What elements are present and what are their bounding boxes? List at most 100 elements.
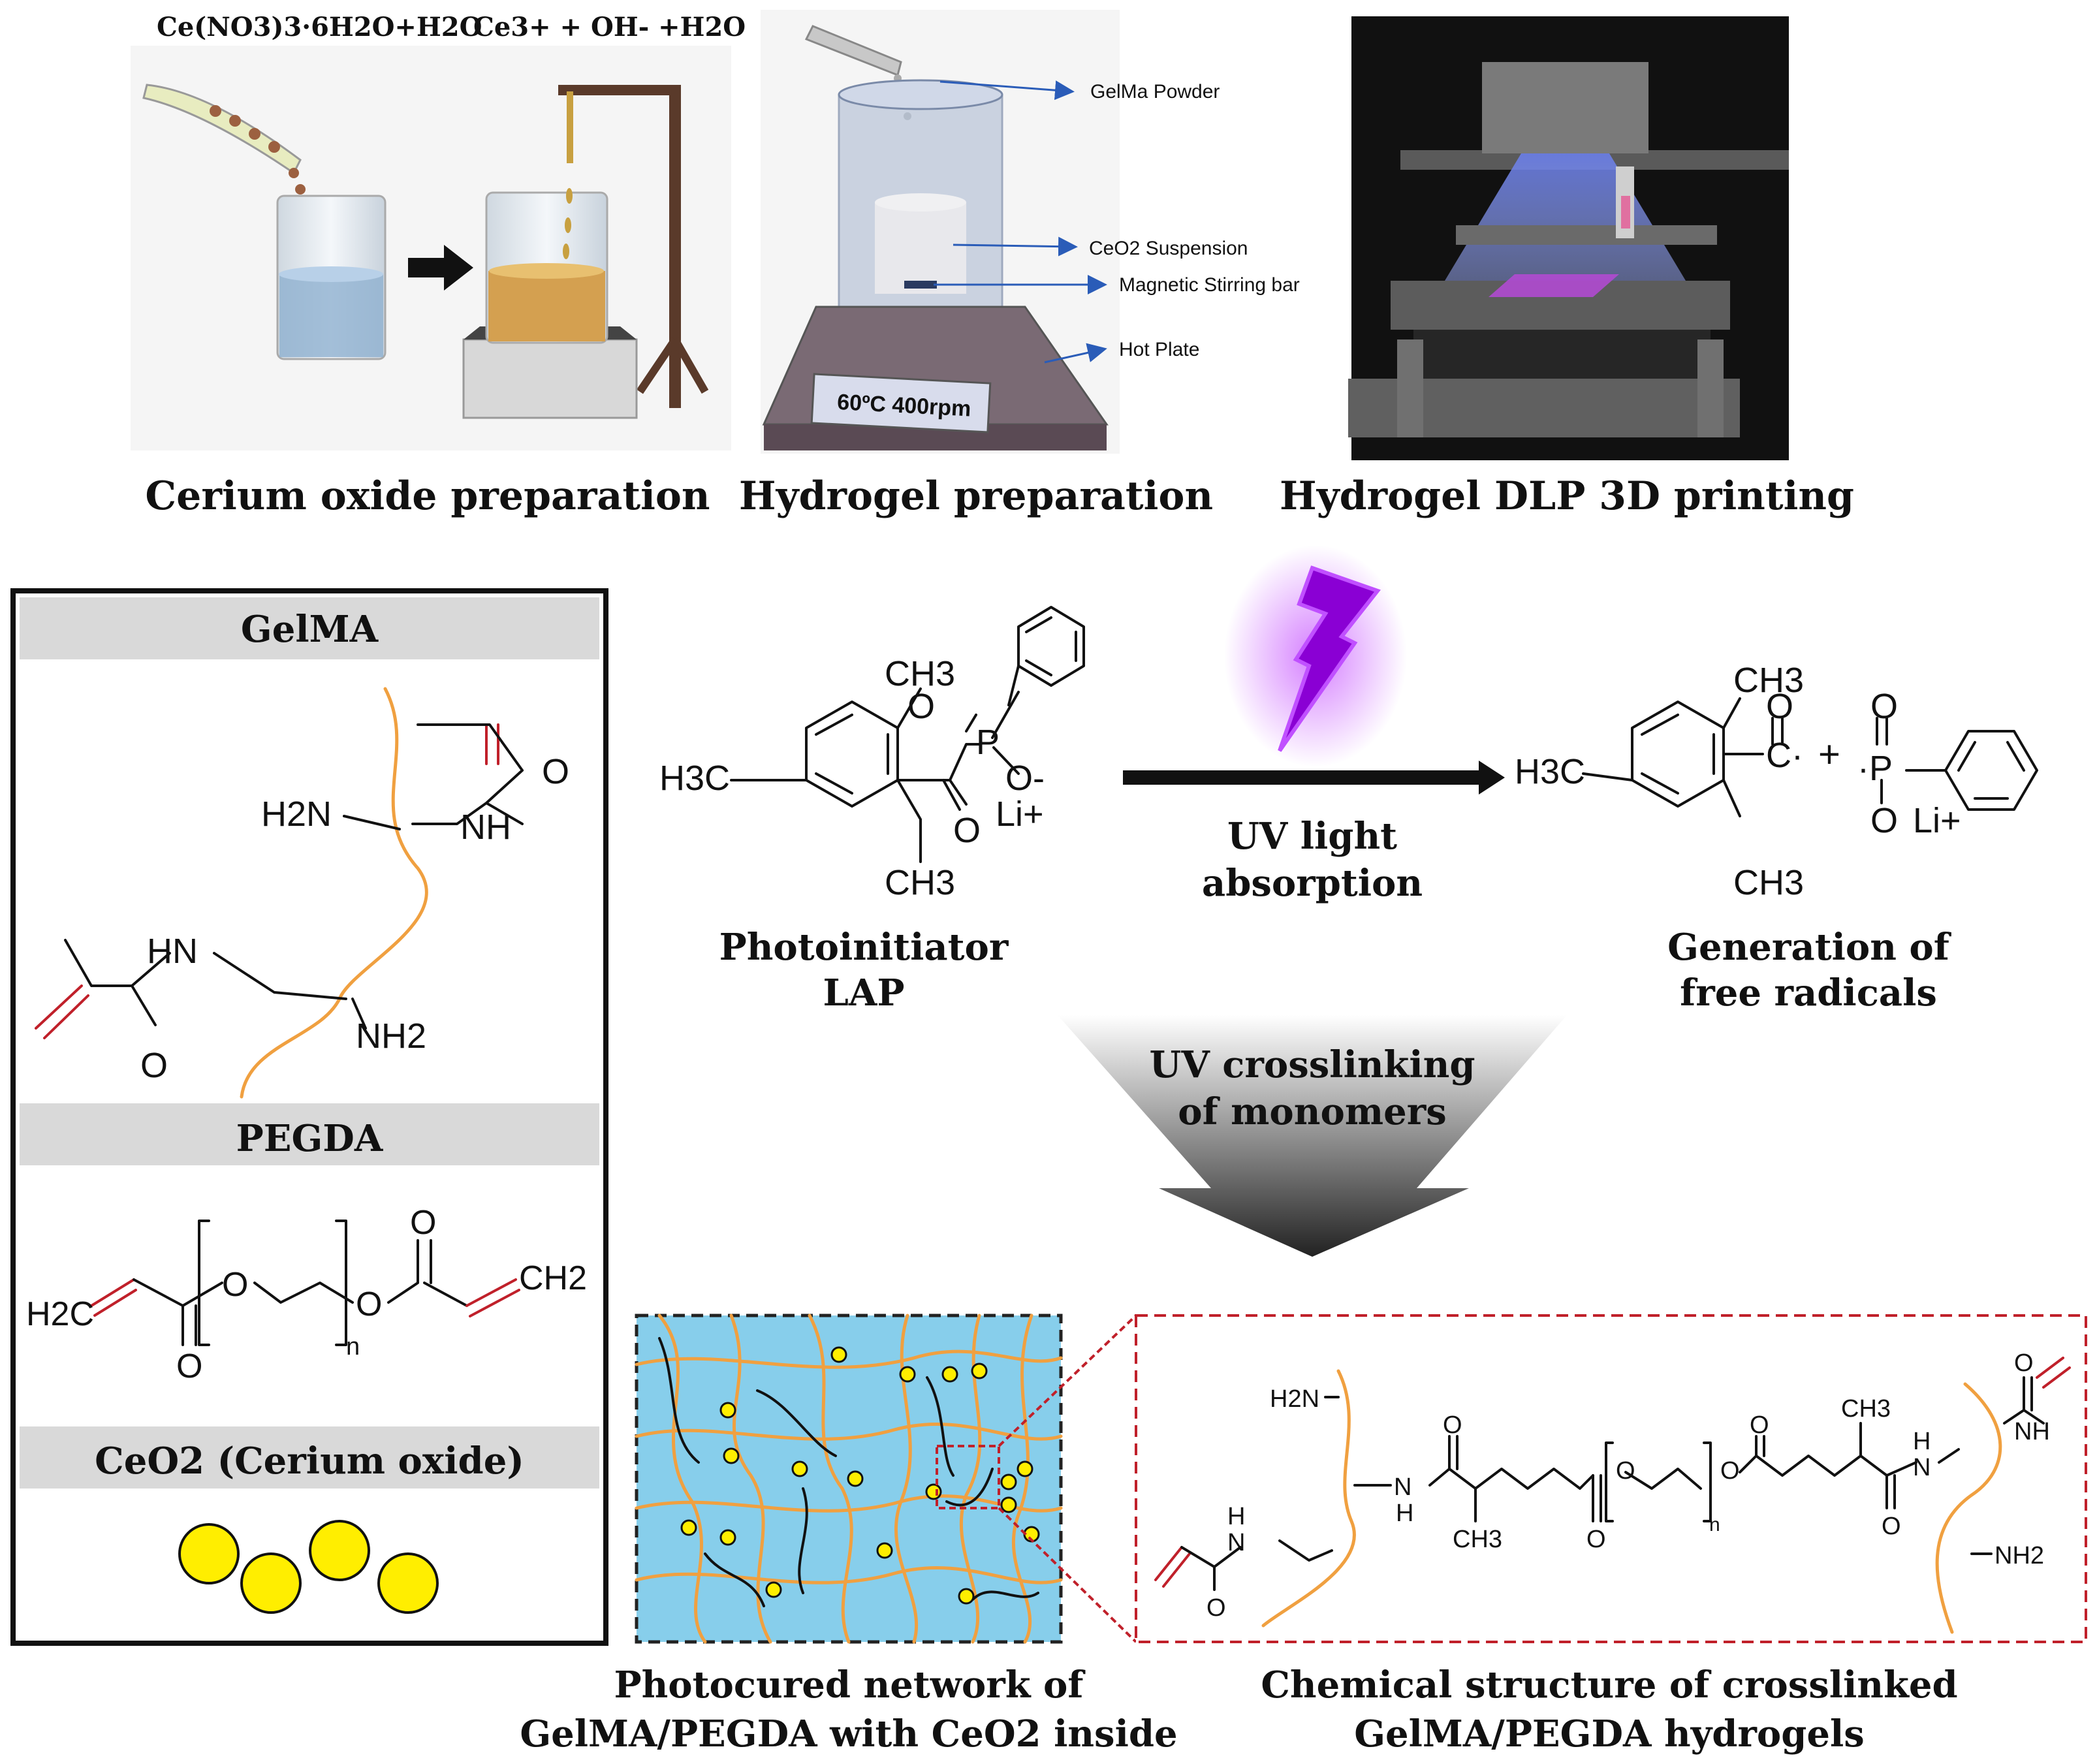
pegda-ch2: CH2 [519, 1259, 587, 1297]
network-particle [899, 1366, 916, 1383]
ceo2-particle [309, 1520, 370, 1581]
printing-panel: Hydrogel DLP 3D printing [1280, 16, 1854, 519]
hotplate-base-icon: 60ºC 400rpm [762, 306, 1109, 450]
network-particle [680, 1519, 697, 1536]
photoinitiator-name: LAP [823, 971, 905, 1015]
radical-c: C· [1766, 736, 1803, 775]
ceria-formula-right: Ce3+ + OH- +H2O [473, 12, 746, 42]
lap-o-bottom: O [953, 811, 981, 850]
label-stirring-bar: Magnetic Stirring bar [1119, 274, 1300, 296]
struct-h-right: H [1913, 1428, 1931, 1455]
struct-o-amide-right: O [1882, 1513, 1901, 1540]
radical-o-carbonyl: O [1766, 687, 1793, 726]
struct-h-left: H [1227, 1503, 1245, 1530]
pegda-h2c: H2C [26, 1295, 94, 1333]
reaction-section: CH3 H3C CH3 O P O- O Li+ Photoinitiator … [659, 545, 2038, 1257]
radical-plus: + [1818, 733, 1840, 776]
ceo2-particle [178, 1523, 240, 1584]
ceo2-header [20, 1426, 599, 1488]
struct-ch3-right: CH3 [1841, 1395, 1891, 1423]
lap-li: Li+ [996, 795, 1044, 834]
crosslinked-structure-panel: H2N H N O N H O CH3 O O n O O CH3 O H N … [1135, 1314, 2087, 1756]
struct-nh-right: NH [2014, 1418, 2050, 1445]
pegda-structure: H2C O O n O O CH2 [26, 1204, 587, 1385]
struct-o-ester-right: O [1750, 1411, 1769, 1439]
zoom-connector-top [998, 1314, 1137, 1447]
radicals-label-1: Generation of [1667, 926, 1952, 969]
gelma-nh2-bottom: NH2 [356, 1016, 426, 1056]
printing-panel-title: Hydrogel DLP 3D printing [1280, 473, 1854, 519]
pegda-o-ether-right: O [356, 1285, 382, 1323]
struct-ch3-left: CH3 [1453, 1526, 1502, 1553]
radical-o-top: O [1870, 687, 1898, 726]
gelma-nh-top: NH [460, 808, 511, 847]
struct-o-top-right: O [2014, 1349, 2034, 1377]
network-particle [765, 1581, 782, 1598]
burette-stand-icon [558, 85, 709, 408]
lap-ch3-bottom: CH3 [885, 863, 955, 902]
crosslinked-structure: H2N H N O N H O CH3 O O n O O CH3 O H N … [1154, 1349, 2071, 1634]
lap-h3c: H3C [659, 759, 730, 798]
pegda-o-carbonyl-left: O [176, 1347, 202, 1385]
pegda-header [20, 1103, 599, 1165]
radical-p: ·P [1857, 749, 1893, 788]
powder-dish-icon [142, 84, 315, 247]
uv-lightning-icon [1224, 545, 1407, 767]
lap-ch3-top: CH3 [885, 654, 955, 693]
pegda-o-carbonyl-right: O [410, 1204, 436, 1242]
pegda-title: PEGDA [236, 1117, 384, 1160]
radical-li: Li+ [1913, 801, 1961, 840]
struct-n-right: N [1913, 1454, 1931, 1481]
radical-h3c: H3C [1515, 752, 1585, 791]
radical-ch3-bottom: CH3 [1733, 863, 1804, 902]
hydrogel-panel: 60ºC 400rpm GelMa Powder CeO2 Suspension… [739, 10, 1300, 519]
struct-o-left: O [1206, 1594, 1226, 1622]
struct-n-left: N [1227, 1529, 1245, 1556]
gelma-hn-bottom: HN [147, 932, 198, 971]
radical-ch3-top: CH3 [1733, 661, 1804, 700]
network-particle [719, 1402, 736, 1419]
struct-h2n: H2N [1270, 1385, 1319, 1413]
struct-nh2-right: NH2 [1995, 1542, 2044, 1569]
network-particle [1000, 1473, 1017, 1490]
uv-light-label: UV light [1227, 815, 1397, 858]
pegda-o-ether-left: O [222, 1266, 248, 1304]
ceria-formula-left: Ce(NO3)3·6H2O+H2O [157, 12, 482, 42]
gelma-o-top: O [542, 752, 569, 791]
network-particle [1017, 1460, 1033, 1477]
photoinitiator-label: Photoinitiator [719, 926, 1009, 969]
network-panel: Photocured network of GelMA/PEGDA with C… [520, 1314, 1178, 1756]
label-gelma-powder: GelMa Powder [1090, 81, 1220, 102]
label-hot-plate: Hot Plate [1119, 339, 1199, 360]
lap-o-top: O [907, 687, 935, 726]
radical-products-structure: CH3 H3C CH3 O C· + O ·P O Li+ [1515, 661, 2038, 902]
pegda-n: n [346, 1333, 360, 1361]
network-particles [680, 1346, 1040, 1605]
ceo2-particle [240, 1552, 302, 1614]
crosslinking-label-2: of monomers [1178, 1090, 1447, 1133]
structure-box [1135, 1314, 2087, 1643]
struct-o-ester-left: O [1586, 1526, 1606, 1553]
gelma-header [20, 597, 599, 659]
network-particle [925, 1483, 942, 1500]
network-particle [971, 1362, 988, 1379]
crosslinking-label-1: UV crosslinking [1150, 1043, 1475, 1086]
dlp-printer-icon [1348, 62, 1789, 437]
network-caption-2: GelMA/PEGDA with CeO2 inside [520, 1712, 1177, 1756]
network-particle [847, 1470, 864, 1487]
gelma-h2n-top: H2N [261, 795, 332, 834]
ceria-panel: Ce(NO3)3·6H2O+H2O Ce3+ + OH- +H2O [131, 12, 746, 519]
structure-caption-1: Chemical structure of crosslinked [1261, 1663, 1957, 1707]
struct-o-ether-right: O [1720, 1457, 1740, 1485]
network-particle [958, 1588, 975, 1605]
network-particle [719, 1529, 736, 1546]
components-box: GelMA O H2N NH HN NH2 O PEGDA [10, 588, 608, 1646]
beaker-water-icon [276, 195, 386, 360]
radicals-label-2: free radicals [1680, 971, 1937, 1015]
struct-h-amide: H [1396, 1500, 1413, 1527]
gelma-structure: O H2N NH HN NH2 O [35, 687, 569, 1099]
struct-o-amide: O [1443, 1411, 1462, 1439]
stirring-vessel-icon [838, 79, 1003, 338]
structure-caption-2: GelMA/PEGDA hydrogels [1354, 1712, 1865, 1756]
